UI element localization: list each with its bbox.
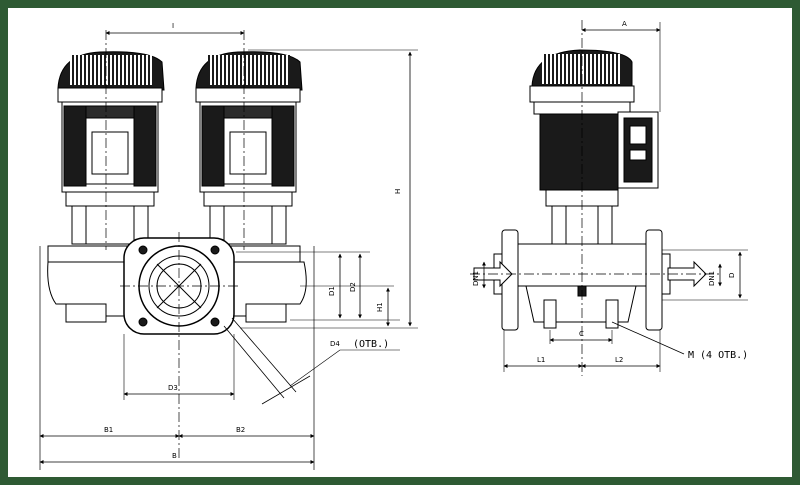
front-view [39,30,418,470]
dim-d4-label: D4 [330,340,340,348]
dim-b1-label: B1 [104,426,113,434]
dim-b2-label: B2 [236,426,245,434]
right-motor [195,51,303,245]
dim-l2-label: L2 [615,356,623,364]
dim-d4-note: (ОТВ.) [353,339,389,350]
dim-c-label: C [579,330,584,338]
dim-b-label: B [172,452,177,460]
dim-dn-right-label: DN1 [708,271,716,286]
dim-i-label: I [172,22,174,30]
dim-d-label: D [728,273,736,278]
dim-h1-label: H1 [376,302,384,312]
dim-d3-label: D3 [168,384,178,392]
side-view [470,20,748,376]
dim-d1-label: D1 [328,286,336,296]
dim-d2-label: D2 [349,282,357,292]
dim-h-label: H [394,189,402,194]
dim-l1-label: L1 [537,356,545,364]
dim-m-note: M (4 ОТВ.) [688,350,748,361]
left-motor [57,51,165,245]
dim-a-label: A [622,20,627,28]
dim-dn-left-label: DN1 [472,271,480,286]
